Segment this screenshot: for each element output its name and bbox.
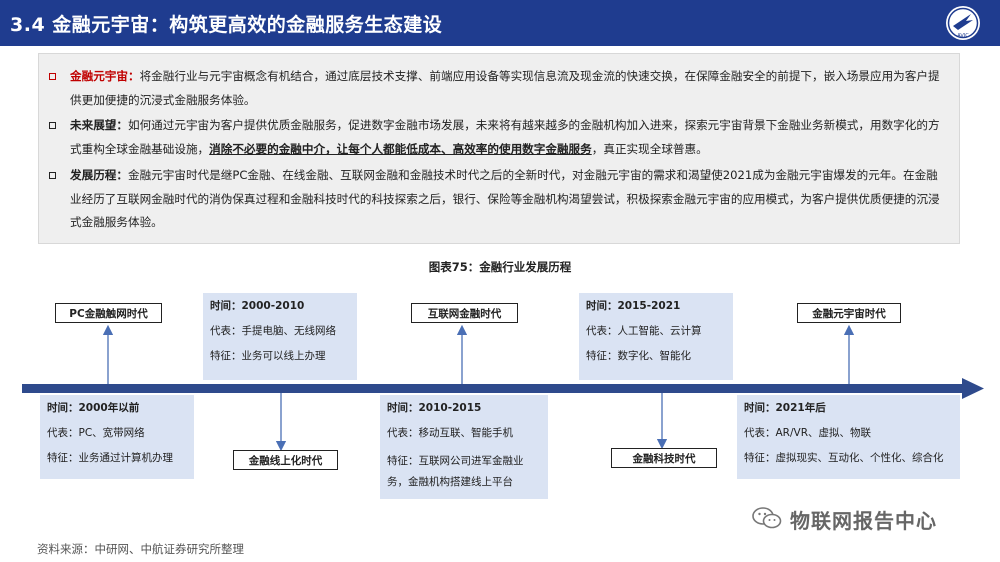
info-representative: 代表：人工智能、云计算 xyxy=(586,325,702,337)
timeline-axis xyxy=(22,384,966,393)
bullet-square-icon xyxy=(49,73,56,80)
summary-panel: 金融元宇宙：将金融行业与元宇宙概念有机结合，通过底层技术支撑、前端应用设备等实现… xyxy=(38,53,960,244)
bullet-text: 金融元宇宙时代是继PC金融、在线金融、互联网金融和金融技术时代之后的全新时代，对… xyxy=(70,168,940,229)
info-box-metaverse: 时间：2021年后 代表：AR/VR、虚拟、物联 特征：虚拟现实、互动化、个性化… xyxy=(737,395,960,479)
info-representative: 代表：AR/VR、虚拟、物联 xyxy=(744,427,871,439)
info-feature: 特征：虚拟现实、互动化、个性化、综合化 xyxy=(744,452,944,464)
bullet-text: 如何通过元宇宙为客户提供优质金融服务，促进数字金融市场发展，未来将有越来越多的金… xyxy=(70,118,940,156)
info-representative: 代表：移动互联、智能手机 xyxy=(387,427,513,439)
info-feature: 特征：业务通过计算机办理 xyxy=(47,452,173,464)
avic-logo-icon: AVIC xyxy=(946,6,980,40)
era-label-internet: 互联网金融时代 xyxy=(411,303,518,323)
info-time: 时间：2015-2021 xyxy=(586,300,681,312)
header-bar: 3.4 金融元宇宙：构筑更高效的金融服务生态建设 AVIC xyxy=(0,0,1000,46)
era-label-fintech: 金融科技时代 xyxy=(611,448,717,468)
era-label-online: 金融线上化时代 xyxy=(233,450,338,470)
bullet-outlook: 未来展望：如何通过元宇宙为客户提供优质金融服务，促进数字金融市场发展，未来将有越… xyxy=(49,114,949,161)
bullet-history: 发展历程：金融元宇宙时代是继PC金融、在线金融、互联网金融和金融技术时代之后的全… xyxy=(49,164,949,235)
info-box-pc: 时间：2000年以前 代表：PC、宽带网络 特征：业务通过计算机办理 xyxy=(40,395,194,479)
info-time: 时间：2010-2015 xyxy=(387,402,482,414)
era-label-pc: PC金融触网时代 xyxy=(55,303,162,323)
bullet-text: 将金融行业与元宇宙概念有机结合，通过底层技术支撑、前端应用设备等实现信息流及现金… xyxy=(70,69,940,107)
info-time: 时间：2000年以前 xyxy=(47,402,140,414)
wechat-icon xyxy=(752,507,782,529)
info-box-internet: 时间：2010-2015 代表：移动互联、智能手机 特征：互联网公司进军金融业务… xyxy=(380,395,548,499)
info-box-fintech: 时间：2015-2021 代表：人工智能、云计算 特征：数字化、智能化 xyxy=(579,293,733,380)
bullet-lead: 未来展望： xyxy=(70,118,128,132)
page-title: 3.4 金融元宇宙：构筑更高效的金融服务生态建设 xyxy=(10,14,443,36)
bullet-text-end: ，真正实现全球普惠。 xyxy=(591,141,708,156)
info-time: 时间：2021年后 xyxy=(744,402,826,414)
info-feature: 特征：互联网公司进军金融业务，金融机构搭建线上平台 xyxy=(387,455,524,488)
watermark-text: 物联网报告中心 xyxy=(790,509,937,533)
info-representative: 代表：PC、宽带网络 xyxy=(47,427,145,439)
info-feature: 特征：数字化、智能化 xyxy=(586,350,691,362)
info-feature: 特征：业务可以线上办理 xyxy=(210,350,326,362)
svg-text:AVIC: AVIC xyxy=(957,33,969,39)
era-label-metaverse: 金融元宇宙时代 xyxy=(797,303,901,323)
bullet-lead: 发展历程： xyxy=(70,168,128,182)
info-box-online: 时间：2000-2010 代表：手提电脑、无线网络 特征：业务可以线上办理 xyxy=(203,293,357,380)
source-note: 资料来源：中研网、中航证券研究所整理 xyxy=(37,542,244,556)
bullet-lead: 金融元宇宙： xyxy=(70,69,140,83)
info-representative: 代表：手提电脑、无线网络 xyxy=(210,325,336,337)
bullet-square-icon xyxy=(49,172,56,179)
figure-title: 图表75：金融行业发展历程 xyxy=(428,260,572,274)
bullet-metaverse: 金融元宇宙：将金融行业与元宇宙概念有机结合，通过底层技术支撑、前端应用设备等实现… xyxy=(49,65,949,112)
timeline-arrowhead-icon xyxy=(962,378,984,399)
info-time: 时间：2000-2010 xyxy=(210,300,305,312)
bullet-square-icon xyxy=(49,122,56,129)
bullet-emphasis: 消除不必要的金融中介，让每个人都能低成本、高效率的使用数字金融服务 xyxy=(209,141,592,156)
